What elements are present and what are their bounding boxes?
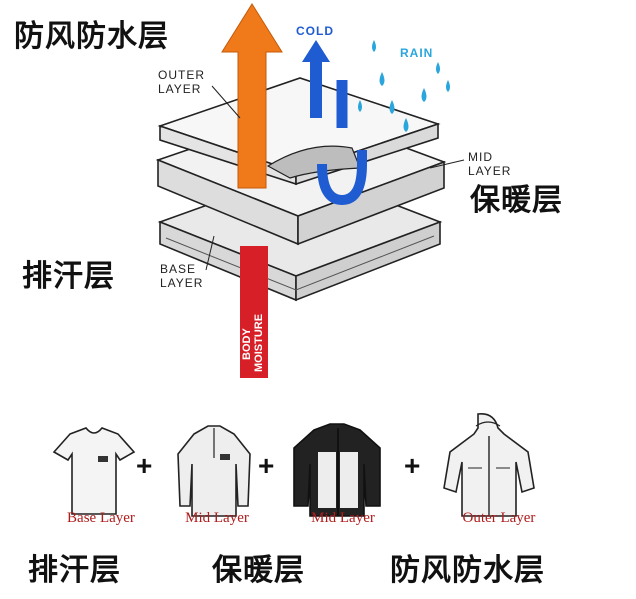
caption-mid-layer-1: Mid Layer — [185, 510, 249, 526]
outer-layer-label-line1: OUTER — [158, 68, 205, 82]
body-moisture-text-2: MOISTURE — [253, 314, 265, 372]
outer-layer-label: OUTER LAYER — [158, 68, 205, 96]
heading-insulation-layer: 保暖层 — [470, 183, 563, 218]
fleece-jacket-icon — [293, 423, 381, 517]
base-layer-leader — [205, 235, 215, 271]
rain-label: RAIN — [400, 46, 434, 60]
fabric-layers-illustration: BODY MOISTURE — [155, 3, 465, 378]
body-moisture-text: BODY — [241, 328, 253, 360]
rain-drops — [358, 40, 450, 132]
base-layer-label-line1: BASE — [160, 262, 197, 276]
outer-layer-label-line2: LAYER — [158, 82, 202, 96]
bottom-label-windproof: 防风防水层 — [390, 553, 545, 588]
outer-layer-leader — [211, 85, 241, 119]
caption-base-layer: Base Layer — [67, 510, 135, 526]
caption-mid-layer-2: Mid Layer — [311, 510, 375, 526]
mid-layer-label-line2: LAYER — [468, 164, 512, 178]
plus-sign-2: + — [258, 450, 275, 481]
cold-wind-arrow — [302, 40, 367, 206]
mid-layer-label: MID LAYER — [468, 150, 511, 178]
bottom-label-insulation: 保暖层 — [212, 553, 305, 588]
plus-sign-1: + — [136, 450, 153, 481]
orange-vapor-arrow — [221, 3, 283, 189]
caption-outer-layer: Outer Layer — [462, 510, 536, 526]
heading-wicking-layer: 排汗层 — [22, 259, 115, 294]
bottom-label-wicking: 排汗层 — [28, 553, 121, 588]
base-layer-label-line2: LAYER — [160, 276, 204, 290]
fleece-pullover-icon — [177, 425, 251, 517]
mid-layer-leader — [429, 159, 465, 169]
garment-row — [52, 412, 535, 517]
tshirt-icon — [52, 427, 136, 515]
plus-sign-3: + — [404, 450, 421, 481]
body-moisture-arrow — [240, 246, 268, 378]
heading-windproof-waterproof-layer: 防风防水层 — [14, 19, 169, 54]
cold-label: COLD — [296, 24, 334, 38]
shell-jacket-icon — [443, 412, 535, 517]
mid-layer-label-line1: MID — [468, 150, 493, 164]
base-layer-label: BASE LAYER — [160, 262, 203, 290]
